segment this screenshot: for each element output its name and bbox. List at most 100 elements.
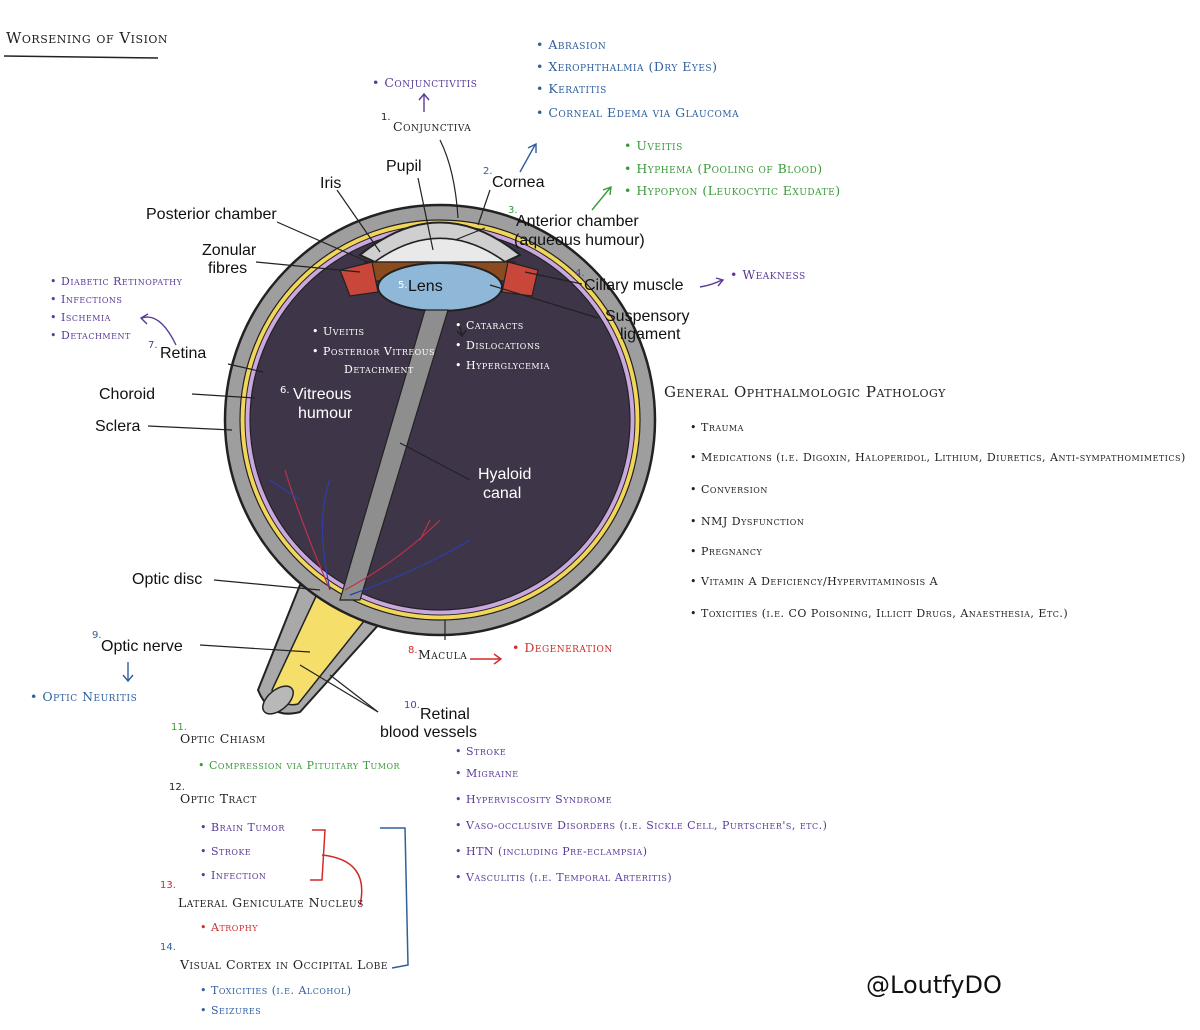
label-ligament: ligament xyxy=(620,326,681,343)
vitreous-item-text-1: Posterior Vitreous xyxy=(323,345,435,358)
vessels-item-0: • Stroke xyxy=(455,745,507,758)
lens-item-text-2: Hyperglycemia xyxy=(466,359,551,372)
conjunctiva-item-text: Conjunctivitis xyxy=(384,75,478,90)
label-hyaloid: Hyaloid xyxy=(478,466,532,483)
cornea-item-0: • Abrasion xyxy=(536,37,607,52)
lens-item-2: • Hyperglycemia xyxy=(455,359,551,372)
retina-item-0: • Diabetic Retinopathy xyxy=(50,275,183,288)
vessels-item-text-4: HTN (including Pre-eclampsia) xyxy=(466,845,648,858)
num-2: 2. xyxy=(483,166,493,177)
label-anterior-chamber: Anterior chamber xyxy=(516,213,639,230)
vessels-item-text-1: Migraine xyxy=(466,767,519,780)
label-iris: Iris xyxy=(320,175,342,192)
anterior-item-text-2: Hypopyon (Leukocytic Exudate) xyxy=(636,183,841,198)
general-item-5: • Vitamin A Deficiency/Hypervitaminosis … xyxy=(690,575,939,588)
vessels-item-3: • Vaso-occlusive Disorders (i.e. Sickle … xyxy=(455,819,828,832)
tract-item-1: • Stroke xyxy=(200,845,252,858)
tract-item-text-2: Infection xyxy=(211,869,267,882)
cornea-item-text-3: Corneal Edema via Glaucoma xyxy=(548,105,740,120)
macula-item-0: • Degeneration xyxy=(512,640,613,655)
ciliary-item-0: • Weakness xyxy=(730,267,806,282)
vitreous-item-0: • Uveitis xyxy=(312,325,365,338)
cortex-item-text-1: Seizures xyxy=(211,1004,262,1017)
signature: @LoutfyDO xyxy=(866,971,1002,999)
bracket-red xyxy=(310,829,363,906)
label-suspensory: Suspensory xyxy=(605,308,690,325)
tract-item-text-1: Stroke xyxy=(211,845,252,858)
label-canal: canal xyxy=(483,485,522,502)
general-item-4: • Pregnancy xyxy=(690,545,763,558)
label-conjunctiva: Conjunctiva xyxy=(393,119,472,134)
num-10: 10. xyxy=(404,700,420,711)
vessels-item-text-2: Hyperviscosity Syndrome xyxy=(466,793,613,806)
label-fibres: fibres xyxy=(208,260,248,277)
num-3: 3. xyxy=(508,205,518,216)
retina-item-1: • Infections xyxy=(50,293,123,306)
lens-item-0: • Cataracts xyxy=(455,319,524,332)
cortex-item-text-0: Toxicities (i.e. Alcohol) xyxy=(211,984,352,997)
label-blood-vessels: blood vessels xyxy=(380,724,477,741)
cornea-item-2: • Keratitis xyxy=(536,81,607,96)
anterior-item-0: • Uveitis xyxy=(624,138,683,153)
label-cornea: Cornea xyxy=(492,174,545,191)
vessels-item-text-3: Vaso-occlusive Disorders (i.e. Sickle Ce… xyxy=(466,819,828,832)
cornea-item-text-1: Xerophthalmia (Dry Eyes) xyxy=(548,59,718,74)
label-lens: Lens xyxy=(408,278,443,295)
num-9: 9. xyxy=(92,630,102,641)
conjunctiva-item-0: • Conjunctivitis xyxy=(372,75,478,90)
label-ciliary-muscle: Ciliary muscle xyxy=(584,277,684,294)
general-item-1: • Medications (i.e. Digoxin, Haloperidol… xyxy=(690,451,1186,464)
label-optic-tract: Optic Tract xyxy=(180,791,257,806)
label-aqueous-humour: (aqueous humour) xyxy=(514,232,645,249)
label-pupil: Pupil xyxy=(386,158,422,175)
retina-item-text-1: Infections xyxy=(61,293,123,306)
lens-item-text-0: Cataracts xyxy=(466,319,524,332)
num-13: 13. xyxy=(160,880,176,891)
macula-item-text: Degeneration xyxy=(524,640,613,655)
num-1: 1. xyxy=(381,112,391,123)
vessels-item-4: • HTN (including Pre-eclampsia) xyxy=(455,845,648,858)
anterior-item-text-0: Uveitis xyxy=(636,138,683,153)
label-humour: humour xyxy=(298,405,353,422)
vessels-item-text-0: Stroke xyxy=(466,745,507,758)
vitreous-item-2: Detachment xyxy=(344,363,414,377)
vitreous-item-text-0: Uveitis xyxy=(323,325,365,338)
general-title: General Ophthalmologic Pathology xyxy=(664,383,946,401)
tract-item-text-0: Brain Tumor xyxy=(211,821,285,834)
general-item-text-6: Toxicities (i.e. CO Poisoning, Illicit D… xyxy=(701,607,1069,620)
label-retinal: Retinal xyxy=(420,706,470,723)
anterior-item-1: • Hyphema (Pooling of Blood) xyxy=(624,161,823,176)
retina-item-2: • Ischemia xyxy=(50,311,111,324)
label-visual-cortex: Visual Cortex in Occipital Lobe xyxy=(180,957,388,972)
vessels-item-text-5: Vasculitis (i.e. Temporal Arteritis) xyxy=(466,871,673,884)
general-item-0: • Trauma xyxy=(690,421,744,434)
num-5: 5. xyxy=(398,280,408,291)
label-retina: Retina xyxy=(160,345,207,362)
num-8: 8. xyxy=(408,645,418,656)
retina-item-text-3: Detachment xyxy=(61,329,131,342)
label-optic-chiasm: Optic Chiasm xyxy=(180,731,266,746)
label-choroid: Choroid xyxy=(99,386,156,403)
vessels-item-2: • Hyperviscosity Syndrome xyxy=(455,793,613,806)
lgn-item-0: • Atrophy xyxy=(200,921,259,934)
num-7: 7. xyxy=(148,340,158,351)
anterior-chamber-shape xyxy=(373,238,507,263)
general-item-text-3: NMJ Dysfunction xyxy=(701,515,805,528)
label-sclera: Sclera xyxy=(95,418,141,435)
ciliary-muscle-right xyxy=(501,261,539,297)
cornea-item-text-2: Keratitis xyxy=(548,81,607,96)
label-optic-nerve: Optic nerve xyxy=(101,638,183,655)
label-optic-disc: Optic disc xyxy=(132,571,203,588)
general-item-text-1: Medications (i.e. Digoxin, Haloperidol, … xyxy=(701,451,1186,464)
retina-item-text-0: Diabetic Retinopathy xyxy=(61,275,183,288)
general-item-text-0: Trauma xyxy=(701,421,744,434)
arrows xyxy=(122,92,725,683)
label-vitreous: Vitreous xyxy=(293,386,352,403)
general-item-text-2: Conversion xyxy=(701,483,768,496)
leader-lines xyxy=(147,139,599,713)
retina-item-3: • Detachment xyxy=(50,329,131,342)
page-title: Worsening of Vision xyxy=(6,29,169,47)
lgn-item-text: Atrophy xyxy=(211,921,259,934)
retinal-vessels-shape xyxy=(269,469,471,596)
